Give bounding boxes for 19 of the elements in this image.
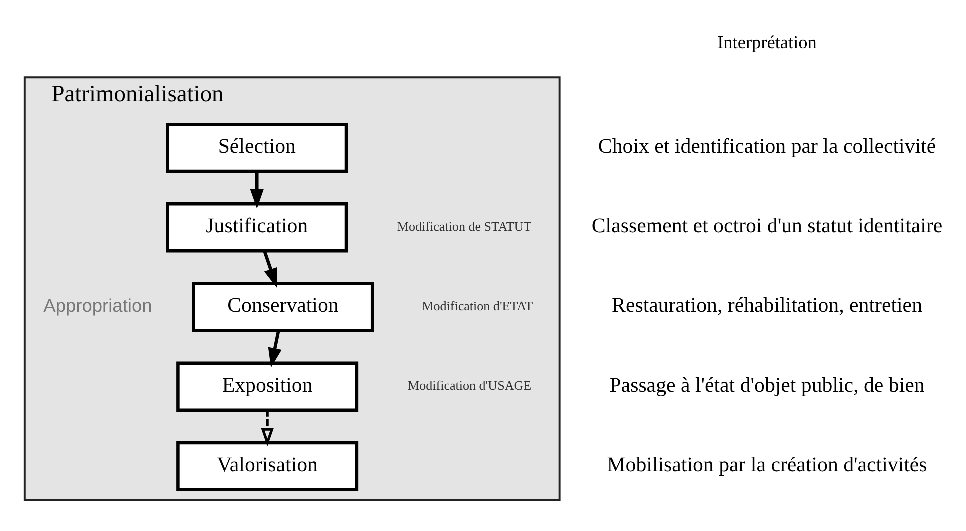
node-box: Exposition: [176, 362, 358, 412]
label: Appropriation: [43, 295, 152, 316]
arrow: [250, 172, 264, 209]
arrow: [260, 410, 274, 447]
label: Modification d'USAGE: [407, 378, 532, 394]
label: Modification de STATUT: [396, 218, 532, 234]
arrow: [268, 330, 282, 368]
label: Classement et octroi d'un statut identitaire: [591, 214, 942, 238]
label: Mobilisation par la création d'activités: [606, 452, 927, 476]
label: Interprétation: [717, 32, 816, 53]
label: Choix et identification par la collectivité: [598, 134, 936, 158]
label: Restauration, réhabilitation, entretien: [612, 293, 922, 318]
label: Passage à l'état d'objet public, de bien: [609, 372, 924, 397]
node-box: Sélection: [166, 122, 348, 174]
label: Modification d'ETAT: [422, 298, 533, 314]
arrow: [262, 250, 277, 288]
node-box: Justification: [166, 202, 348, 253]
node-box: Conservation: [192, 282, 374, 332]
node-box: Valorisation: [176, 441, 358, 492]
